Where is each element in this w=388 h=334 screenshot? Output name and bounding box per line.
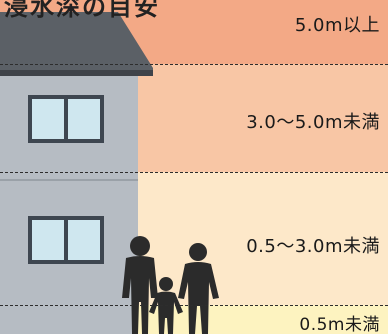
lower-window-pane-right [68, 220, 100, 260]
child-figure [149, 277, 183, 334]
lower-window-icon [28, 216, 104, 264]
diagram-title: 浸水深の目安 [4, 0, 160, 21]
level-label-05-3m: 0.5〜3.0m未満 [246, 236, 380, 257]
roof-eave [0, 70, 153, 76]
house-roof [0, 12, 153, 76]
boundary-3m [0, 172, 388, 173]
level-label-under-05m: 0.5m未満 [299, 315, 380, 334]
level-label-5m-plus: 5.0m以上 [294, 15, 380, 36]
upper-window-icon [28, 95, 104, 143]
lower-window-pane-left [32, 220, 64, 260]
adult-left-figure [122, 236, 158, 334]
upper-window-pane-right [68, 99, 100, 139]
family-silhouette-icon [122, 236, 219, 334]
boundary-5m [0, 64, 388, 65]
boundary-05m [0, 305, 388, 306]
level-label-3-5m: 3.0〜5.0m未満 [246, 112, 380, 133]
adult-right-figure [178, 243, 219, 334]
upper-window-pane-left [32, 99, 64, 139]
house-icon [0, 12, 153, 334]
